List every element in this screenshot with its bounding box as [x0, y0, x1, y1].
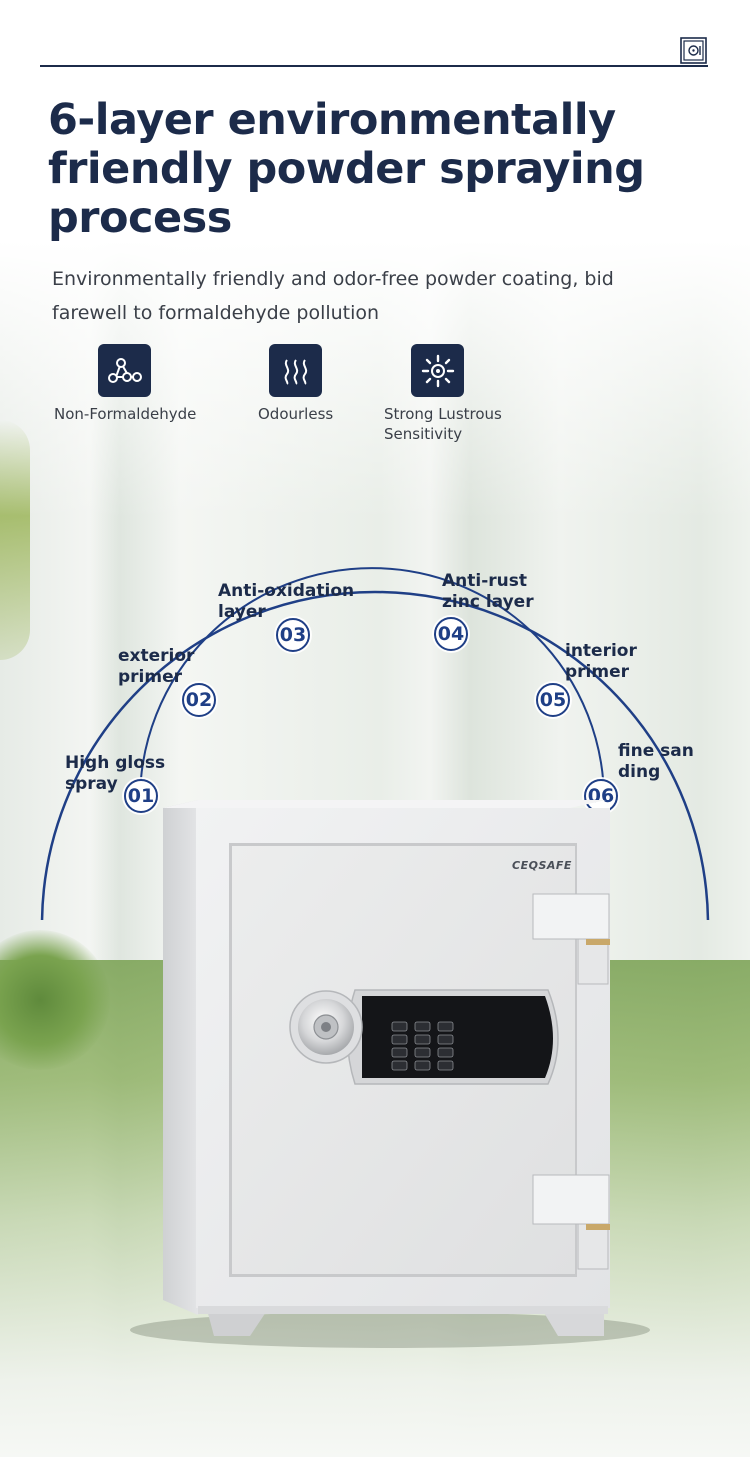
feature-label-line2: Sensitivity: [384, 425, 463, 443]
layer-label-line: primer: [565, 662, 630, 682]
layer-number-01: 01: [124, 779, 158, 813]
layer-number-02: 02: [182, 683, 216, 717]
feature-strong-lustrous: Strong Lustrous Sensitivity: [384, 344, 502, 444]
layer-number-03: 03: [276, 618, 310, 652]
plant-leaves: [0, 420, 30, 660]
layer-label-line: zinc layer: [442, 592, 534, 612]
layer-label-03: Anti-oxidation layer: [218, 581, 354, 623]
layer-label-line: fine san: [618, 741, 694, 761]
safe-logo-icon: [680, 37, 707, 64]
feature-odourless: Odourless: [258, 344, 333, 424]
layer-label-line: High gloss: [65, 753, 166, 773]
layer-label-05: interior primer: [565, 641, 637, 683]
feature-non-formaldehyde: Non-Formaldehyde: [54, 344, 196, 424]
molecule-icon: [98, 344, 151, 397]
layer-label-02: exterior primer: [118, 646, 194, 688]
layer-label-line: spray: [65, 774, 118, 794]
bush: [0, 930, 110, 1070]
feature-label: Odourless: [258, 405, 334, 423]
brand-logo: CEQSAFE: [512, 859, 572, 872]
layer-label-line: layer: [218, 602, 266, 622]
layer-label-04: Anti-rust zinc layer: [442, 571, 534, 613]
feature-label: Non-Formaldehyde: [54, 405, 197, 423]
feature-label-line1: Strong Lustrous: [384, 405, 502, 423]
layer-label-01: High gloss spray: [65, 753, 165, 795]
steam-waves-icon: [269, 344, 322, 397]
layer-label-06: fine san ding: [618, 741, 694, 783]
layer-number-06: 06: [584, 779, 618, 813]
layer-label-line: Anti-oxidation: [218, 581, 355, 601]
page-title: 6-layer environmentally friendly powder …: [48, 95, 645, 243]
layer-label-line: ding: [618, 762, 661, 782]
layer-number-05: 05: [536, 683, 570, 717]
layer-number-04: 04: [434, 617, 468, 651]
header-divider: [40, 65, 708, 67]
sparkle-sun-icon: [411, 344, 464, 397]
layer-label-line: interior: [565, 641, 637, 661]
page-subtitle: Environmentally friendly and odor-free p…: [52, 268, 614, 324]
layer-label-line: primer: [118, 667, 183, 687]
grass-lawn: [0, 960, 750, 1457]
layer-label-line: exterior: [118, 646, 195, 666]
layer-label-line: Anti-rust: [442, 571, 527, 591]
layer-arcs: [40, 567, 710, 920]
